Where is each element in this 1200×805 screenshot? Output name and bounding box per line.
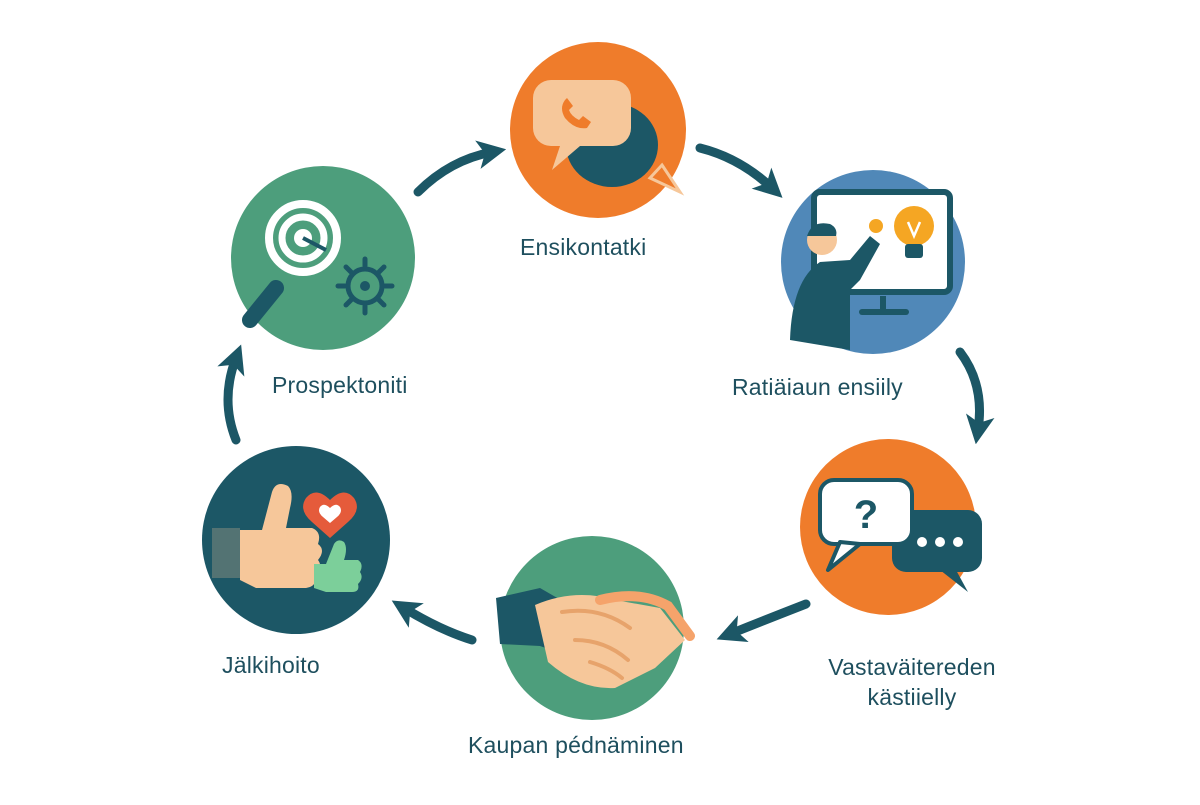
step-1-prospecting-circle — [231, 166, 415, 350]
presentation-lightbulb-icon — [790, 189, 953, 350]
arrow-1-to-2 — [413, 140, 507, 197]
step-4-label-line1: Vastaväitereden — [828, 654, 996, 680]
arrow-6-to-1 — [217, 344, 245, 445]
step-5-label: Kaupan pédnäminen — [468, 732, 684, 758]
step-2-first-contact-circle — [510, 42, 686, 218]
step-6-label: Jälkihoito — [222, 652, 320, 678]
question-speech-bubbles-icon: ? — [818, 478, 982, 592]
handshake-icon — [496, 588, 695, 689]
svg-text:?: ? — [854, 493, 878, 537]
step-5-closing-circle — [496, 536, 695, 720]
arrow-5-to-6 — [391, 600, 477, 645]
step-4-label: Vastaväitereden kästiielly — [802, 652, 1022, 712]
step-3-label: Ratiäiaun ensiily — [732, 374, 903, 400]
step-4-label-line2: kästiielly — [867, 684, 957, 710]
step-6-follow-up-circle — [202, 446, 390, 634]
target-magnifier-icon — [242, 200, 395, 328]
thumbs-up-heart-icon — [212, 484, 362, 592]
step-3-presentation-circle — [781, 170, 965, 354]
step-2-label: Ensikontatki — [520, 234, 647, 260]
arrow-4-to-5 — [716, 599, 811, 643]
arrow-2-to-3 — [695, 143, 783, 198]
arrow-3-to-4 — [955, 347, 995, 445]
phone-speech-bubble-icon — [533, 80, 685, 196]
step-1-label: Prospektoniti — [272, 372, 408, 398]
step-4-objections-circle: ? — [800, 439, 982, 615]
